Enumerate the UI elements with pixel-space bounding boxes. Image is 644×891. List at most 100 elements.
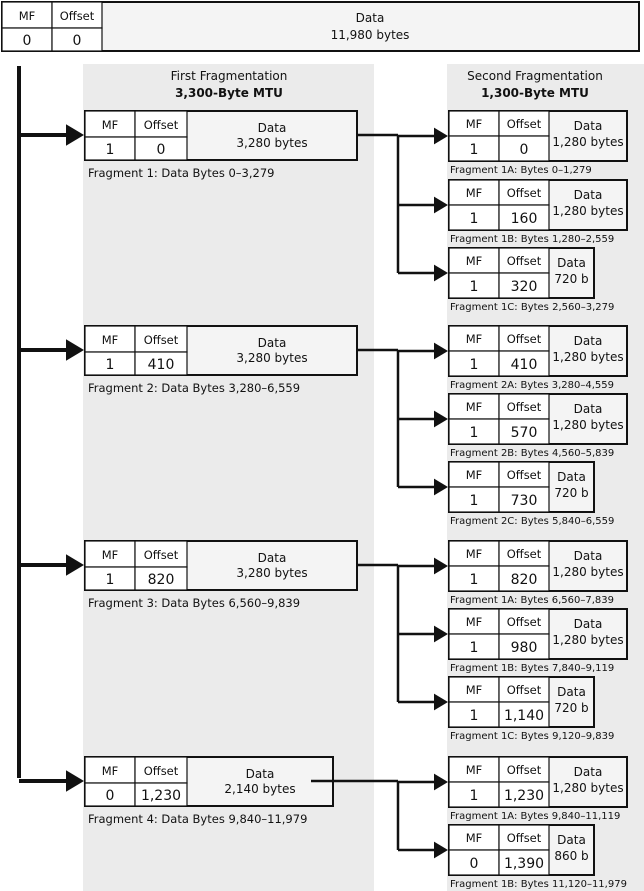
offset-label: Offset xyxy=(507,254,542,268)
offset-header-cell xyxy=(134,325,188,353)
second-branch-arrowhead xyxy=(434,196,448,214)
data-size: 3,280 bytes xyxy=(236,351,307,365)
offset-value: 160 xyxy=(511,211,538,227)
mf-value: 1 xyxy=(106,572,115,588)
second-branch-arrowhead xyxy=(434,693,448,711)
mf-label: MF xyxy=(466,400,483,414)
data-label: Data xyxy=(574,119,603,133)
mf-value: 1 xyxy=(470,572,479,588)
offset-header-cell xyxy=(51,1,103,29)
offset-value: 980 xyxy=(511,640,538,656)
data-size: 1,280 bytes xyxy=(552,633,623,647)
data-label: Data xyxy=(574,334,603,348)
mf-label: MF xyxy=(466,831,483,845)
mf-value-cell xyxy=(448,272,500,299)
data-size: 720 b xyxy=(554,486,588,500)
data-label: Data xyxy=(356,11,385,25)
data-label: Data xyxy=(574,402,603,416)
data-label: Data xyxy=(246,767,275,781)
data-label: Data xyxy=(258,336,287,350)
mf-value: 1 xyxy=(470,425,479,441)
fragment-caption: Fragment 3: Data Bytes 6,560–9,839 xyxy=(88,596,300,610)
offset-value-cell xyxy=(498,701,550,728)
offset-label: Offset xyxy=(144,333,179,347)
data-label: Data xyxy=(574,549,603,563)
offset-value-cell xyxy=(498,633,550,660)
fragment-caption: Fragment 4: Data Bytes 9,840–11,979 xyxy=(88,812,307,826)
offset-label: Offset xyxy=(144,764,179,778)
mf-value-cell xyxy=(448,350,500,377)
data-size: 3,280 bytes xyxy=(236,566,307,580)
offset-value: 0 xyxy=(73,33,82,49)
mf-value: 1 xyxy=(106,142,115,158)
mf-label: MF xyxy=(102,764,119,778)
data-size: 11,980 bytes xyxy=(331,28,410,42)
mf-value: 1 xyxy=(470,357,479,373)
second-branch-arrowhead xyxy=(434,841,448,859)
offset-label: Offset xyxy=(507,615,542,629)
second-branch-arrowhead xyxy=(434,410,448,428)
mf-header-cell xyxy=(448,608,500,635)
fragment-caption: Fragment 1C: Bytes 9,120–9,839 xyxy=(450,731,614,742)
mf-value: 1 xyxy=(470,279,479,295)
second-branch-arrowhead xyxy=(434,478,448,496)
offset-header-cell xyxy=(498,540,550,567)
mf-header-cell xyxy=(84,110,136,138)
first-branch-arrowhead xyxy=(66,339,84,361)
offset-value: 0 xyxy=(520,142,529,158)
original-datagram-box xyxy=(1,1,640,52)
data-size: 1,280 bytes xyxy=(552,350,623,364)
mf-value: 0 xyxy=(470,856,479,872)
offset-value: 410 xyxy=(148,357,175,373)
mf-value-cell xyxy=(448,781,500,808)
data-size: 2,140 bytes xyxy=(224,782,295,796)
fragment-caption: Fragment 1B: Bytes 11,120–11,979 xyxy=(450,879,627,890)
offset-value: 320 xyxy=(511,279,538,295)
first-fragmentation-subtitle: 3,300-Byte MTU xyxy=(175,86,283,100)
mf-value: 1 xyxy=(470,211,479,227)
mf-label: MF xyxy=(466,254,483,268)
second-branch-arrowhead xyxy=(434,127,448,145)
mf-value: 1 xyxy=(106,357,115,373)
offset-label: Offset xyxy=(60,9,95,23)
mf-header-cell xyxy=(448,325,500,352)
offset-value-cell xyxy=(134,566,188,591)
offset-value: 1,230 xyxy=(141,788,181,804)
mf-label: MF xyxy=(466,683,483,697)
second-branch-arrowhead xyxy=(434,557,448,575)
offset-label: Offset xyxy=(507,831,542,845)
fragment-caption: Fragment 1A: Bytes 6,560–7,839 xyxy=(450,595,614,606)
second-branch-arrowhead xyxy=(434,773,448,791)
second-branch-arrowhead xyxy=(434,264,448,282)
second-branch-arrowhead xyxy=(434,625,448,643)
offset-value-cell xyxy=(51,27,103,52)
offset-value-cell xyxy=(498,486,550,513)
fragment-caption: Fragment 2C: Bytes 5,840–6,559 xyxy=(450,516,614,527)
offset-header-cell xyxy=(498,676,550,703)
offset-value-cell xyxy=(498,781,550,808)
data-size: 860 b xyxy=(554,849,588,863)
data-label: Data xyxy=(557,833,586,847)
offset-label: Offset xyxy=(507,683,542,697)
data-label: Data xyxy=(574,188,603,202)
second-fragmentation-subtitle: 1,300-Byte MTU xyxy=(481,86,589,100)
first-branch-arrowhead xyxy=(66,770,84,792)
mf-label: MF xyxy=(466,763,483,777)
offset-label: Offset xyxy=(507,547,542,561)
offset-value-cell xyxy=(498,135,550,162)
data-label: Data xyxy=(557,256,586,270)
mf-label: MF xyxy=(102,333,119,347)
offset-value-cell xyxy=(498,272,550,299)
offset-value-cell xyxy=(498,350,550,377)
offset-value: 1,230 xyxy=(504,788,544,804)
